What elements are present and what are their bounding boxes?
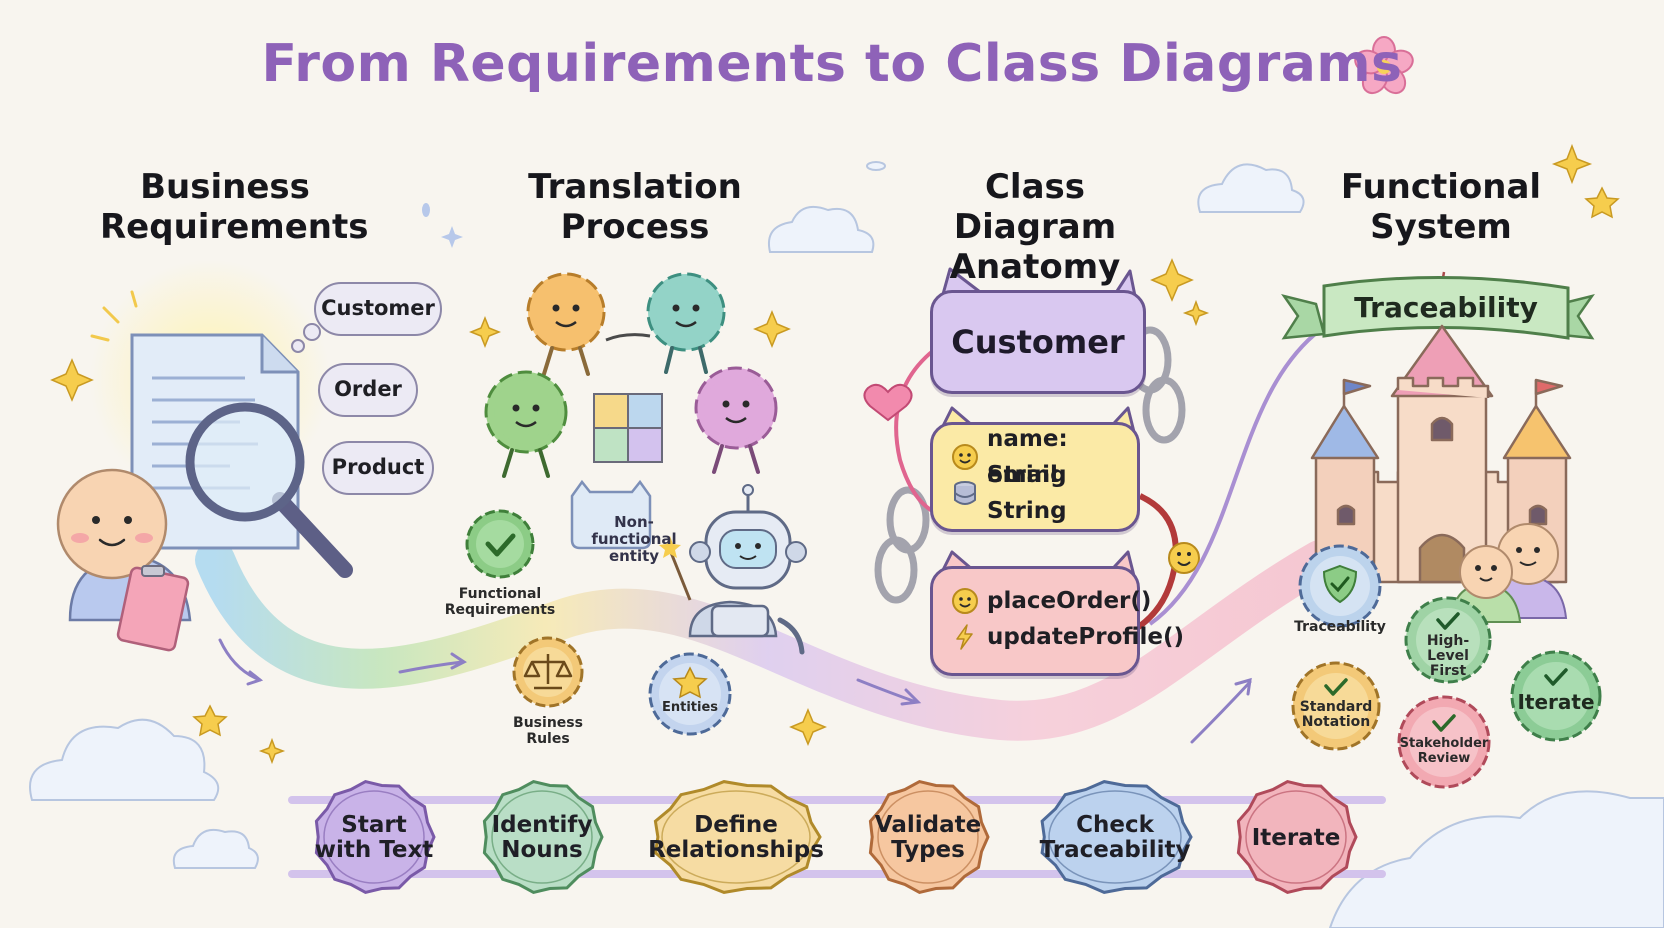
traceability-line — [1148, 328, 1322, 626]
sign-text: Non-functional entity — [591, 513, 677, 565]
smiley-icon — [951, 586, 979, 616]
robot-character-icon — [659, 484, 807, 655]
class-methods-box: placeOrder() updateProfile() — [930, 566, 1184, 676]
attribute-name: email: String — [987, 462, 1068, 524]
method-name: updateProfile() — [987, 624, 1184, 650]
check-medal-icon — [1291, 661, 1381, 751]
flow-arrow-icon — [398, 652, 467, 674]
gear-character-icon — [526, 272, 606, 376]
database-icon — [951, 478, 979, 508]
step-medal-ring — [661, 790, 811, 884]
smiley-icon — [951, 442, 979, 472]
flow-arrow-icon — [1190, 677, 1252, 744]
medal-label-standard-notation: Standard Notation — [1299, 699, 1373, 730]
flow-arrow-icon — [856, 678, 922, 706]
step-track — [288, 796, 1386, 878]
noun-bubble-product: Product — [322, 441, 434, 495]
star-badge-icon — [648, 652, 732, 736]
medal-label-traceability: Traceability — [1294, 619, 1386, 635]
step-medal — [1236, 780, 1358, 894]
class-name-box: Customer — [930, 290, 1146, 394]
people-characters-icon — [1450, 523, 1568, 623]
method-row: updateProfile() — [933, 619, 1184, 655]
step-label-check-traceability: Check Traceability — [1039, 812, 1191, 863]
shine-lines-icon — [90, 290, 138, 342]
attribute-row: name: String — [933, 426, 1137, 488]
gear-character-icon — [484, 370, 568, 478]
noun-bubble-customer: Customer — [314, 282, 442, 336]
column-title-business-requirements: Business Requirements — [100, 167, 369, 247]
step-label-identify-nouns: Identify Nouns — [491, 812, 593, 863]
step-label-validate-types: Validate Types — [874, 812, 982, 863]
sparkle-icon — [50, 143, 1620, 765]
attribute-name: name: String — [987, 426, 1068, 488]
step-medal — [868, 780, 990, 894]
page-title: From Requirements to Class Diagrams — [261, 34, 1403, 94]
step-medal-ring — [491, 790, 593, 884]
analyst-character-icon — [56, 468, 192, 652]
magnifier-icon — [185, 402, 353, 578]
method-name: placeOrder() — [987, 588, 1152, 614]
droplet-icon — [422, 203, 430, 217]
shield-medal-icon — [1298, 544, 1382, 628]
medal-label-stakeholder-review: Stakeholder Review — [1399, 736, 1489, 766]
scales-badge-icon — [512, 636, 584, 708]
gear-character-icon — [605, 272, 726, 374]
gear-character-icon — [694, 366, 778, 474]
method-row: placeOrder() — [933, 583, 1151, 619]
badge-label-business-rules: Business Rules — [513, 715, 583, 747]
step-medal-ring — [877, 790, 979, 884]
check-medal-icon — [1510, 650, 1602, 742]
medal-label-high-level-first: High-Level First — [1426, 633, 1470, 679]
sparkle-icon — [441, 226, 463, 248]
smiley-icon — [1168, 542, 1200, 574]
step-medal-ring — [1245, 790, 1347, 884]
column-title-translation-process: Translation Process — [528, 167, 742, 247]
banner-icon — [1281, 276, 1595, 340]
step-medal — [1040, 780, 1193, 894]
step-label-iterate: Iterate — [1251, 824, 1341, 851]
class-name: Customer — [951, 323, 1125, 361]
column-title-class-diagram-anatomy: Class Diagram Anatomy — [949, 167, 1121, 287]
badge-label-entities: Entities — [661, 700, 719, 715]
step-medal-ring — [323, 790, 425, 884]
noun-bubble-order: Order — [318, 363, 418, 417]
step-medal — [482, 780, 604, 894]
lightning-icon — [951, 622, 979, 652]
sign-board-icon — [570, 479, 652, 550]
medal-label-iterate: Iterate — [1517, 690, 1595, 714]
step-label-define-relationships: Define Relationships — [648, 812, 824, 863]
thought-dots-icon — [291, 323, 321, 353]
step-medal-ring — [1048, 790, 1182, 884]
heart-icon — [863, 383, 913, 422]
flower-icon — [1354, 36, 1414, 95]
step-medal — [653, 780, 822, 894]
step-label-start-with-text: Start with Text — [314, 812, 434, 863]
badge-label-functional-requirements: Functional Requirements — [444, 586, 556, 618]
attribute-row: email: String — [933, 462, 1137, 524]
column-title-functional-system: Functional System — [1340, 167, 1542, 247]
check-badge-icon — [465, 509, 535, 579]
check-medal-icon — [1404, 596, 1492, 684]
check-medal-icon — [1397, 695, 1491, 789]
puzzle-icon — [593, 393, 663, 463]
class-attributes-box: name: String email: String — [930, 422, 1140, 532]
cloud-icon — [29, 161, 1664, 928]
banner-label: Traceability — [1354, 291, 1538, 324]
association-line — [894, 348, 936, 514]
step-medal — [314, 780, 436, 894]
